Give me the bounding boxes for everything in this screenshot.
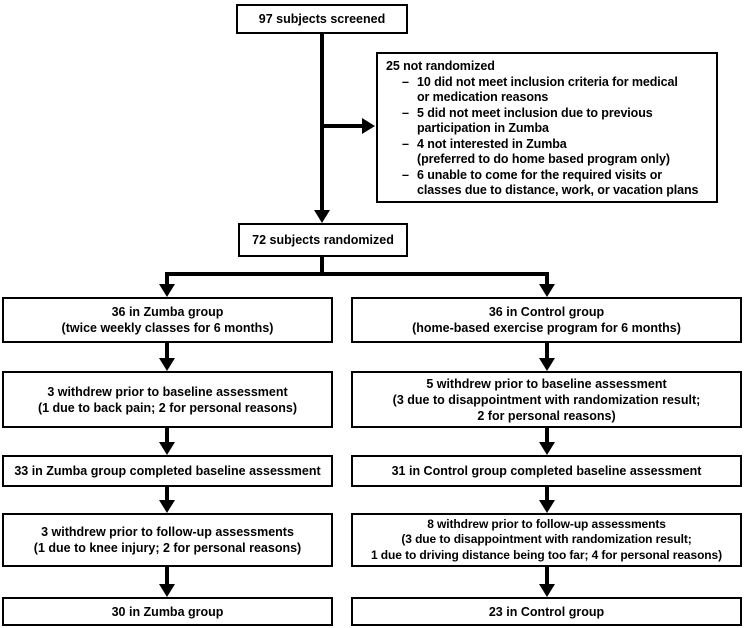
connector-control-2 xyxy=(545,428,549,442)
box-control-completed-baseline: 31 in Control group completed baseline a… xyxy=(351,455,742,487)
connector-zumba-2 xyxy=(165,428,169,442)
connector-control-3 xyxy=(545,487,549,500)
connector-zumba-1 xyxy=(165,343,169,358)
arrowhead-down-to-zumba xyxy=(159,284,175,297)
box-not-randomized: 25 not randomized – 10 did not meet incl… xyxy=(376,52,718,203)
connector-zumba-4 xyxy=(165,567,169,584)
bullet-dash: – xyxy=(402,136,409,151)
arrowhead-control-2 xyxy=(539,442,555,455)
connector-screened-to-randomized xyxy=(320,34,324,210)
arrowhead-down-to-control xyxy=(539,284,555,297)
bullet-dash: – xyxy=(402,105,409,120)
arrowhead-control-1 xyxy=(539,358,555,371)
connector-split-right-drop xyxy=(545,274,549,285)
exclusion-text: 5 did not meet inclusion due to previous… xyxy=(417,105,653,136)
exclusion-text: 10 did not meet inclusion criteria for m… xyxy=(417,74,678,105)
box-zumba-withdrew-baseline: 3 withdrew prior to baseline assessment … xyxy=(2,371,333,428)
connector-zumba-3 xyxy=(165,487,169,500)
box-control-withdrew-baseline: 5 withdrew prior to baseline assessment … xyxy=(351,371,742,428)
arrowhead-zumba-4 xyxy=(159,584,175,597)
box-zumba-withdrew-followup: 3 withdrew prior to follow-up assessment… xyxy=(2,513,333,567)
bullet-dash: – xyxy=(402,167,409,182)
arrowhead-right-to-exclusions xyxy=(362,118,375,134)
box-control-final: 23 in Control group xyxy=(351,597,742,626)
arrowhead-down-to-randomized xyxy=(314,210,330,223)
box-zumba-final: 30 in Zumba group xyxy=(2,597,333,626)
connector-split-left-drop xyxy=(165,274,169,285)
exclusion-item: – 6 unable to come for the required visi… xyxy=(386,167,699,199)
connector-control-1 xyxy=(545,343,549,358)
exclusion-text: 4 not interested in Zumba (preferred to … xyxy=(417,136,670,167)
connector-control-4 xyxy=(545,567,549,584)
arrowhead-control-3 xyxy=(539,500,555,513)
box-control-withdrew-followup: 8 withdrew prior to follow-up assessment… xyxy=(351,513,742,567)
arrowhead-zumba-2 xyxy=(159,442,175,455)
arrowhead-zumba-3 xyxy=(159,500,175,513)
box-zumba-allocated: 36 in Zumba group (twice weekly classes … xyxy=(2,297,333,343)
box-randomized: 72 subjects randomized xyxy=(238,223,408,257)
connector-branch-exclusions xyxy=(322,124,362,128)
arrowhead-control-4 xyxy=(539,584,555,597)
exclusion-text: 6 unable to come for the required visits… xyxy=(417,167,699,198)
arrowhead-zumba-1 xyxy=(159,358,175,371)
exclusion-item: – 5 did not meet inclusion due to previo… xyxy=(386,106,653,137)
box-zumba-completed-baseline: 33 in Zumba group completed baseline ass… xyxy=(2,455,333,487)
box-control-allocated: 36 in Control group (home-based exercise… xyxy=(351,297,742,343)
bullet-dash: – xyxy=(402,74,409,89)
exclusion-item: – 4 not interested in Zumba (preferred t… xyxy=(386,137,670,168)
connector-split-stub xyxy=(320,257,324,274)
box-screened: 97 subjects screened xyxy=(236,4,408,34)
not-randomized-title: 25 not randomized xyxy=(386,59,495,73)
exclusion-item: – 10 did not meet inclusion criteria for… xyxy=(386,75,678,106)
connector-split-bar xyxy=(165,272,549,276)
